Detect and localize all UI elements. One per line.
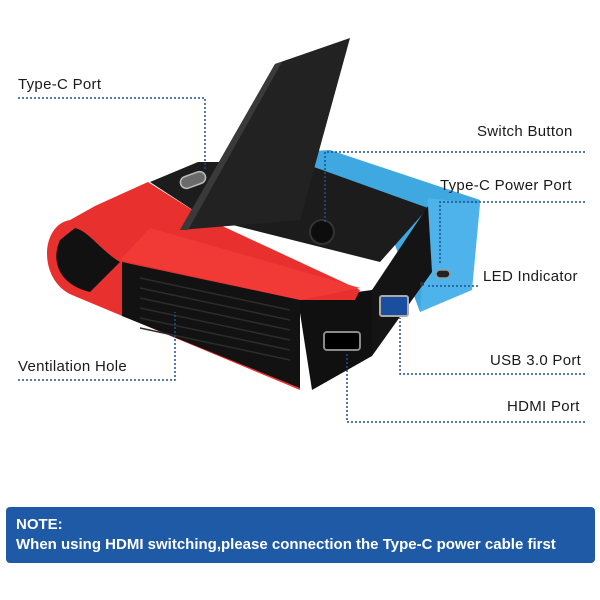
led-dot	[420, 282, 424, 286]
note-text: When using HDMI switching,please connect…	[16, 536, 556, 553]
note-banner: NOTE: When using HDMI switching,please c…	[6, 507, 595, 563]
ventilation-hole-label: Ventilation Hole	[18, 358, 128, 375]
leader-type-c-port	[18, 97, 206, 170]
usb-port-label: USB 3.0 Port	[490, 352, 582, 369]
leader-usb	[399, 318, 585, 375]
note-title: NOTE:	[16, 516, 63, 533]
red-curl	[56, 228, 120, 292]
switch-button-knob	[309, 219, 335, 245]
leader-hdmi	[346, 352, 585, 423]
type-c-port-label: Type-C Port	[18, 76, 102, 93]
red-top	[120, 228, 360, 300]
hdmi-port-label: HDMI Port	[507, 398, 580, 415]
blue-side-face	[420, 198, 480, 312]
kickstand-edge	[180, 62, 282, 230]
usb-port-shape	[379, 295, 409, 317]
kickstand	[180, 38, 350, 230]
switch-button-label: Switch Button	[477, 123, 573, 140]
leader-power-port	[439, 201, 585, 265]
leader-ventilation	[18, 312, 176, 381]
ventilation-grille	[139, 277, 291, 361]
power-port-shape	[435, 269, 451, 279]
type-c-power-port-label: Type-C Power Port	[440, 177, 572, 194]
led-indicator-label: LED Indicator	[483, 268, 578, 285]
top-type-c-port	[179, 170, 207, 190]
dock-right-face	[372, 206, 432, 356]
hdmi-port-shape	[323, 331, 361, 351]
leader-switch-button	[324, 151, 585, 222]
